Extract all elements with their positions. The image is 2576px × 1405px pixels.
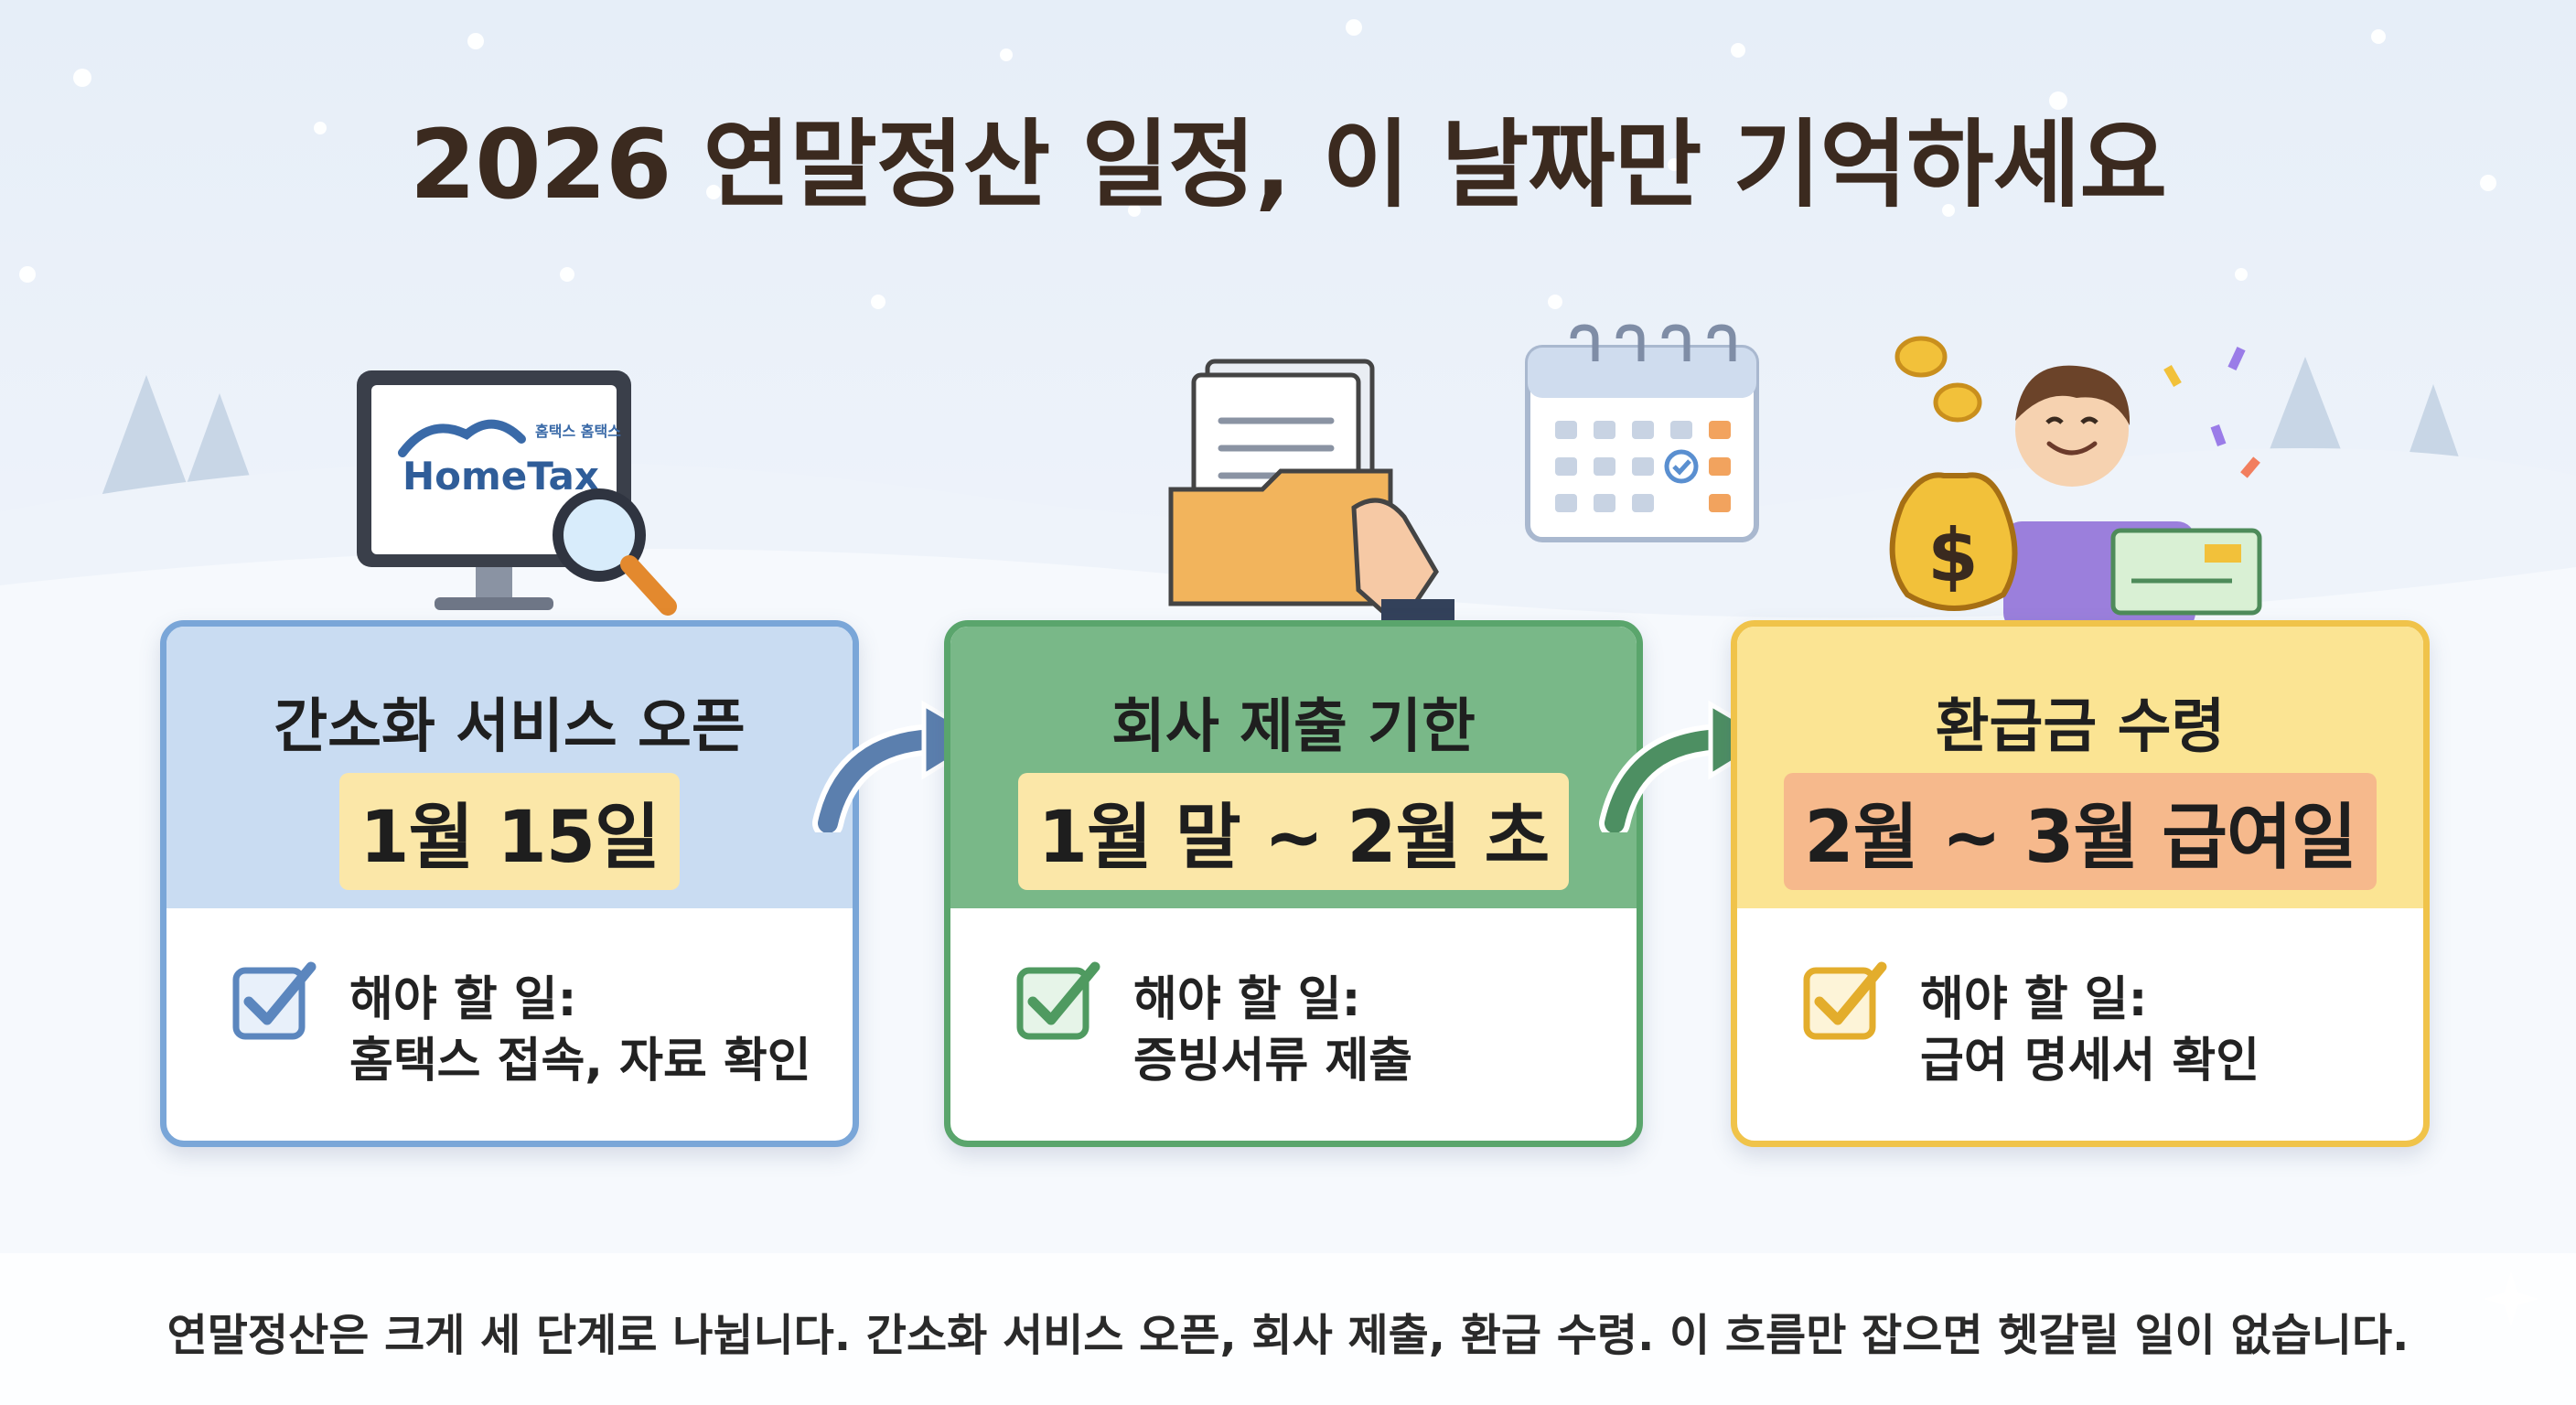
svg-text:$: $ (1927, 513, 1979, 598)
hometax-logo-text: HomeTax (402, 454, 599, 499)
step-card-refund: 환급금 수령 2월 ~ 3월 급여일 해야 할 일: 급여 명세서 확인 (1731, 620, 2430, 1147)
hometax-monitor-icon: 홈택스 홈택스 HomeTax (357, 370, 677, 616)
step-date: 1월 15일 (339, 773, 680, 890)
step-date: 2월 ~ 3월 급여일 (1784, 773, 2377, 890)
footer-text: 연말정산은 크게 세 단계로 나뉩니다. 간소화 서비스 오픈, 회사 제출, … (166, 1310, 2410, 1361)
todo-value: 급여 명세서 확인 (1920, 1034, 2260, 1089)
footer-bar: 연말정산은 크게 세 단계로 나뉩니다. 간소화 서비스 오픈, 회사 제출, … (0, 1253, 2576, 1405)
step-title: 환급금 수령 (1935, 693, 2226, 761)
hometax-logo-subtext: 홈택스 홈택스 (535, 423, 621, 440)
step-title: 회사 제출 기한 (1111, 693, 1476, 761)
checkbox-icon (1803, 961, 1887, 1040)
checkbox-icon (1016, 961, 1100, 1040)
todo-value: 홈택스 접속, 자료 확인 (349, 1034, 811, 1089)
step-card-submission: 회사 제출 기한 1월 말 ~ 2월 초 해야 할 일: 증빙서류 제출 (944, 620, 1643, 1147)
step-title: 간소화 서비스 오픈 (274, 693, 746, 761)
snow-dots (19, 19, 2496, 309)
document-folder-icon (1168, 359, 1454, 636)
page-title: 2026 연말정산 일정, 이 날짜만 기억하세요 (409, 109, 2167, 220)
gold-coins (1894, 336, 1982, 423)
step-card-hometax: 간소화 서비스 오픈 1월 15일 해야 할 일: 홈택스 접속, 자료 확인 (160, 620, 859, 1147)
todo-label: 해야 할 일: (1920, 972, 2148, 1027)
todo-label: 해야 할 일: (1133, 972, 1361, 1027)
refund-money-icon: $ (1889, 336, 2262, 631)
todo-label: 해야 할 일: (349, 972, 577, 1027)
calendar-icon (1525, 324, 1759, 542)
todo-value: 증빙서류 제출 (1133, 1034, 1413, 1089)
checkbox-icon (232, 961, 317, 1040)
step-date: 1월 말 ~ 2월 초 (1017, 773, 1570, 890)
